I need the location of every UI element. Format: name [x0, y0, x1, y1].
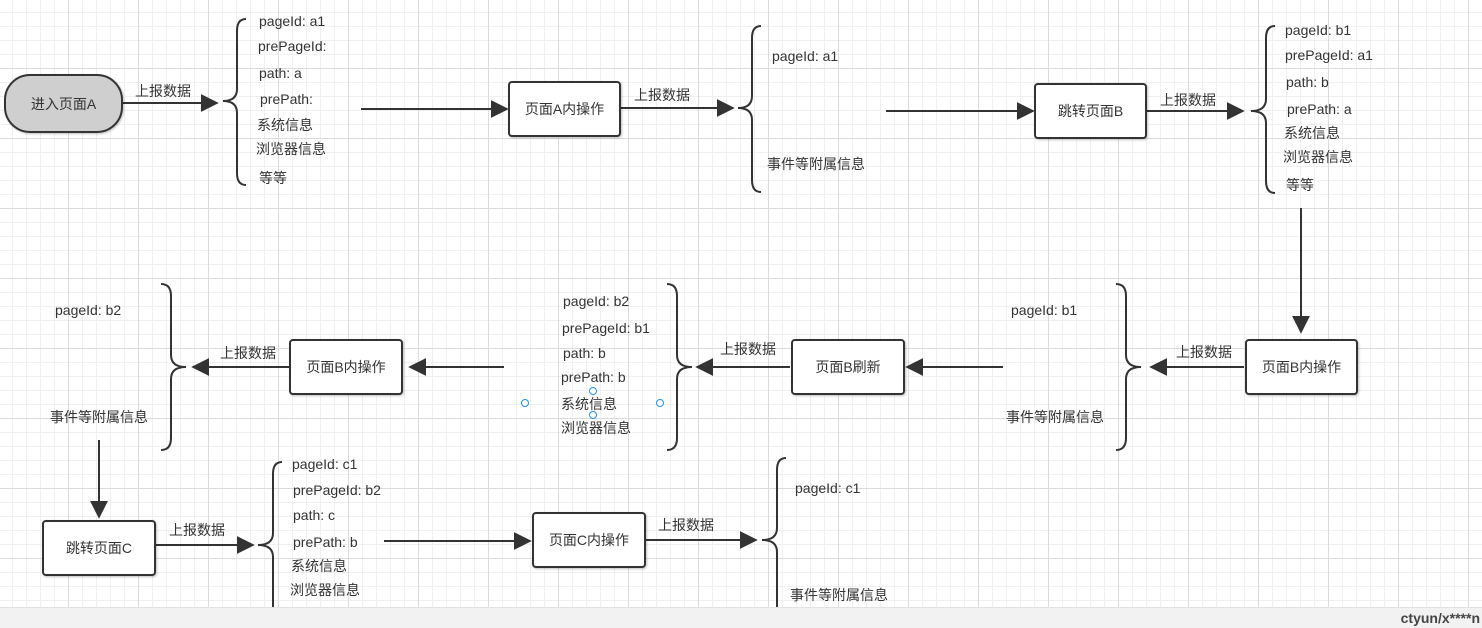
- brace-b2: [666, 283, 693, 451]
- jump-page-b-node[interactable]: 跳转页面B: [1034, 83, 1147, 139]
- info-c1-pageid: pageId: c1: [292, 456, 358, 472]
- info-c1-prepageid: prePageId: b2: [293, 482, 381, 498]
- page-b-refresh-label: 页面B刷新: [815, 359, 881, 375]
- info-a1-prepath: prePath:: [260, 91, 313, 107]
- page-b-ops-2-label: 页面B内操作: [306, 359, 386, 375]
- brace-b2-ops: [160, 283, 187, 451]
- watermark: ctyun/x****n: [1400, 610, 1480, 626]
- info-a1-pageid: pageId: a1: [259, 13, 326, 29]
- info-b2-browser: 浏览器信息: [561, 420, 631, 436]
- info-b2-sys: 系统信息: [561, 396, 617, 412]
- page-b-refresh-node[interactable]: 页面B刷新: [791, 339, 905, 395]
- info-c1-ops-pageid: pageId: c1: [795, 480, 861, 496]
- info-a1-sys: 系统信息: [257, 117, 313, 133]
- edge-label-report: 上报数据: [1160, 92, 1216, 108]
- info-c1-path: path: c: [293, 507, 336, 523]
- page-b-ops-node[interactable]: 页面B内操作: [1245, 339, 1358, 395]
- info-b2-prepageid: prePageId: b1: [562, 320, 650, 336]
- brace-a1: [222, 18, 247, 186]
- edge-label-report: 上报数据: [220, 345, 276, 361]
- info-c1-prepath: prePath: b: [293, 534, 358, 550]
- info-b2-pageid: pageId: b2: [563, 293, 630, 309]
- edge-label-report: 上报数据: [135, 83, 191, 99]
- footer-bar: [0, 607, 1482, 628]
- info-b1-etc: 等等: [1286, 177, 1314, 193]
- info-a1-etc: 等等: [259, 170, 287, 186]
- info-b2-prepath: prePath: b: [561, 369, 626, 385]
- info-b1-prepageid: prePageId: a1: [1285, 47, 1373, 63]
- selection-handle[interactable]: [589, 411, 597, 419]
- enter-page-a-label: 进入页面A: [30, 95, 97, 112]
- info-b2-ops-event: 事件等附属信息: [50, 409, 148, 425]
- page-b-ops-node-2[interactable]: 页面B内操作: [289, 339, 403, 395]
- brace-b1: [1250, 25, 1276, 194]
- info-b2-path: path: b: [563, 345, 606, 361]
- jump-page-c-node[interactable]: 跳转页面C: [42, 520, 156, 576]
- page-b-ops-label: 页面B内操作: [1261, 359, 1342, 375]
- info-a1-path: path: a: [259, 65, 302, 81]
- info-a1-browser: 浏览器信息: [256, 141, 326, 157]
- edge-label-report: 上报数据: [658, 517, 714, 533]
- info-a1-ops-pageid: pageId: a1: [772, 48, 839, 64]
- jump-page-b-label: 跳转页面B: [1057, 103, 1124, 119]
- info-c1-ops-event: 事件等附属信息: [790, 587, 888, 603]
- page-c-ops-label: 页面C内操作: [548, 532, 630, 548]
- info-b1-sys: 系统信息: [1284, 125, 1340, 141]
- brace-a1-ops: [737, 25, 762, 193]
- selection-handle[interactable]: [521, 399, 529, 407]
- info-b1-ops-event: 事件等附属信息: [1006, 409, 1104, 425]
- enter-page-a-node[interactable]: 进入页面A: [4, 74, 123, 133]
- selection-handle[interactable]: [656, 399, 664, 407]
- brace-c1: [257, 461, 283, 627]
- info-b1-pageid: pageId: b1: [1285, 22, 1352, 38]
- info-a1-prepageid: prePageId:: [258, 38, 327, 54]
- edge-label-report: 上报数据: [634, 87, 690, 103]
- info-b1-browser: 浏览器信息: [1283, 149, 1353, 165]
- info-b1-path: path: b: [1286, 74, 1329, 90]
- selection-handle[interactable]: [589, 387, 597, 395]
- page-c-ops-node[interactable]: 页面C内操作: [532, 512, 646, 568]
- edge-label-report: 上报数据: [169, 522, 225, 538]
- info-c1-browser: 浏览器信息: [290, 582, 360, 598]
- info-c1-sys: 系统信息: [291, 558, 347, 574]
- edge-label-report: 上报数据: [720, 341, 776, 357]
- info-b2-ops-pageid: pageId: b2: [55, 302, 122, 318]
- page-a-ops-label: 页面A内操作: [524, 101, 605, 117]
- jump-page-c-label: 跳转页面C: [65, 540, 133, 556]
- info-a1-ops-event: 事件等附属信息: [767, 156, 865, 172]
- info-b1-ops-pageid: pageId: b1: [1011, 302, 1078, 318]
- page-a-ops-node[interactable]: 页面A内操作: [508, 81, 621, 137]
- brace-c1-ops: [761, 457, 787, 623]
- brace-b1-ops: [1115, 283, 1142, 451]
- edge-label-report: 上报数据: [1176, 344, 1232, 360]
- info-b1-prepath: prePath: a: [1287, 101, 1352, 117]
